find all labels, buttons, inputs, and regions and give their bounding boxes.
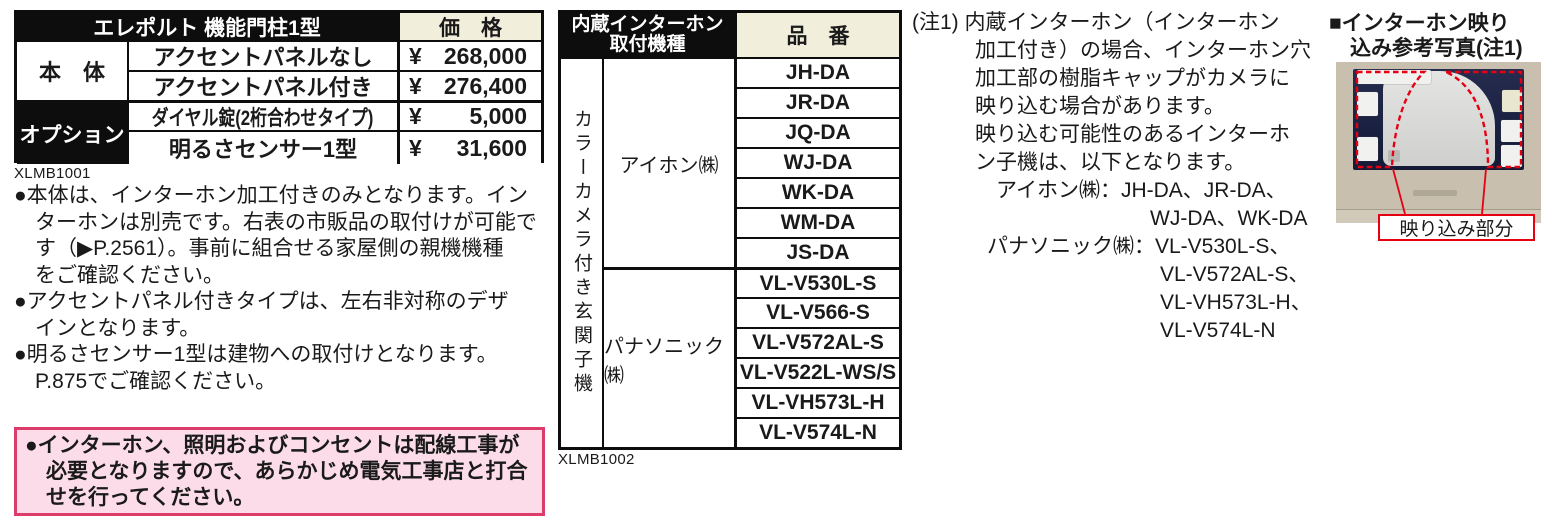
notes-list: ●本体は、インターホン加工付きのみとなります。イン ターホンは別売です。右表の市… [14, 183, 554, 395]
part-number: VL-V566-S [734, 297, 899, 327]
price-amount: 268,000 [443, 42, 527, 69]
footnote-line: 加工付き）の場合、インターホン穴 [975, 39, 1311, 62]
footnote-line: VL-V574L-N [1160, 319, 1276, 342]
note-line: をご確認ください。 [35, 263, 224, 287]
photo-section-title: ■インターホン映り 込み参考写真(注1) [1329, 11, 1523, 61]
note-line: インとなります。 [35, 316, 201, 340]
part-number: WJ-DA [734, 147, 899, 177]
caution-line: 必要となりますので、あらかじめ電気工事店と打合 [46, 460, 528, 483]
part-number: VL-V572AL-S [734, 327, 899, 357]
part-number: VL-V522L-WS/S [734, 357, 899, 387]
currency-symbol: ¥ [409, 72, 422, 99]
footnote-line: 映り込む可能性のあるインターホ [975, 123, 1290, 146]
part-number-column-header: 品 番 [734, 13, 899, 57]
price-table-title: エレポルト 機能門柱1型 [17, 13, 397, 40]
item-dial-lock: ダイヤル錠(2桁合わせタイプ) [127, 100, 397, 130]
caution-line: ●インターホン、照明およびコンセントは配線工事が [25, 434, 520, 457]
note-item: ●アクセントパネル付きタイプは、左右非対称のデザ インとなります。 [14, 289, 554, 342]
intercom-right-button-upper [1502, 90, 1522, 112]
note-item: ●本体は、インターホン加工付きのみとなります。イン ターホンは別売です。右表の市… [14, 183, 554, 289]
footnote-line: ン子機は、以下となります。 [975, 151, 1246, 174]
maker-panasonic: パナソニック㈱ [602, 267, 734, 447]
photo-title-line2: 込み参考写真(注1) [1350, 37, 1523, 60]
currency-symbol: ¥ [409, 103, 422, 129]
footnote-line: VL-V572AL-S、 [1160, 263, 1310, 286]
part-number: WM-DA [734, 207, 899, 237]
note-line: P.875でご確認ください。 [35, 369, 277, 393]
note-line: ●アクセントパネル付きタイプは、左右非対称のデザ [14, 290, 509, 313]
footnote-line: VL-VH573L-H、 [1160, 291, 1312, 314]
part-number: VL-V574L-N [734, 417, 899, 447]
intercom-top-button-bar [1357, 70, 1431, 84]
note-item: ●明るさセンサー1型は建物への取付けとなります。 P.875でご確認ください。 [14, 342, 554, 395]
part-number: JR-DA [734, 87, 899, 117]
photo-title-line1: ■インターホン映り [1329, 12, 1510, 35]
price-column-header: 価 格 [397, 13, 541, 40]
caution-line: せを行ってください。 [46, 486, 255, 509]
product-code-1: XLMB1001 [14, 165, 91, 182]
part-number: WK-DA [734, 177, 899, 207]
footnote-line: 映り込む場合があります。 [975, 95, 1225, 118]
price-brightness-sensor: ¥ 31,600 [397, 130, 541, 164]
product-code-2: XLMB1002 [558, 451, 635, 468]
footnote-line: パナソニック㈱：VL-V530L-S、 [987, 235, 1291, 258]
part-number: VL-V530L-S [734, 267, 899, 297]
intercom-left-button-upper [1357, 92, 1378, 116]
price-table: エレポルト 機能門柱1型 価 格 本 体 アクセントパネルなし ¥ 268,00… [14, 10, 544, 164]
note-line: ターホンは別売です。右表の市販品の取付けが可能で [35, 210, 537, 234]
note-line: す（▶P.2561）。事前に組合せる家屋側の親機機種 [35, 237, 504, 260]
note-line: ●本体は、インターホン加工付きのみとなります。イン [14, 184, 528, 207]
item-dial-lock-text: ダイヤル錠(2桁合わせタイプ) [152, 106, 374, 130]
item-accent-panel-with: アクセントパネル付き [127, 70, 397, 100]
intercom-table-title: 内蔵インターホン 取付機種 [561, 13, 734, 57]
item-brightness-sensor: 明るさセンサー1型 [127, 130, 397, 164]
footnote-line: アイホン㈱：JH-DA、JR-DA、 [996, 179, 1287, 202]
intercom-table-title-line2: 取付機種 [609, 34, 686, 55]
model-number-text [1413, 190, 1457, 196]
reference-photo: 映り込み部分 [1336, 62, 1541, 242]
currency-symbol: ¥ [409, 134, 422, 161]
group-label-option: オプション [17, 100, 127, 164]
intercom-left-button-lower [1357, 137, 1378, 161]
side-label-camera-doorphone: カラーカメラ付き玄関子機 [561, 57, 602, 447]
price-amount: 5,000 [469, 103, 527, 129]
part-number: JH-DA [734, 57, 899, 87]
part-number: JQ-DA [734, 117, 899, 147]
footnote-line: WJ-DA、WK-DA [1150, 207, 1308, 230]
currency-symbol: ¥ [409, 42, 422, 69]
footnote-line: (注1) 内蔵インターホン（インターホン [912, 11, 1280, 34]
maker-aiphone: アイホン㈱ [602, 57, 734, 267]
price-amount: 276,400 [443, 72, 527, 99]
intercom-unit [1353, 69, 1524, 170]
intercom-right-button-middle [1501, 120, 1522, 142]
price-accent-panel-with: ¥ 276,400 [397, 70, 541, 100]
group-label-body: 本 体 [17, 40, 127, 100]
screen-corner-icon [1388, 150, 1400, 162]
part-number: JS-DA [734, 237, 899, 267]
part-number: VL-VH573L-H [734, 387, 899, 417]
price-accent-panel-none: ¥ 268,000 [397, 40, 541, 70]
intercom-table: 内蔵インターホン 取付機種 品 番 カラーカメラ付き玄関子機 アイホン㈱ パナソ… [558, 10, 902, 450]
price-amount: 31,600 [456, 134, 527, 161]
reflection-part-label: 映り込み部分 [1378, 214, 1535, 241]
note-line: ●明るさセンサー1型は建物への取付けとなります。 [14, 343, 498, 366]
price-dial-lock: ¥ 5,000 [397, 100, 541, 130]
photo-image [1336, 62, 1541, 223]
intercom-right-button-lower [1501, 145, 1522, 167]
intercom-table-title-line1: 内蔵インターホン [571, 14, 724, 35]
item-accent-panel-none: アクセントパネルなし [127, 40, 397, 70]
footnote-line: 加工部の樹脂キャップがカメラに [975, 67, 1290, 90]
footnote-1: (注1) 内蔵インターホン（インターホン 加工付き）の場合、インターホン穴 加工… [912, 9, 1342, 345]
caution-box: ●インターホン、照明およびコンセントは配線工事が 必要となりますので、あらかじめ… [14, 427, 545, 516]
